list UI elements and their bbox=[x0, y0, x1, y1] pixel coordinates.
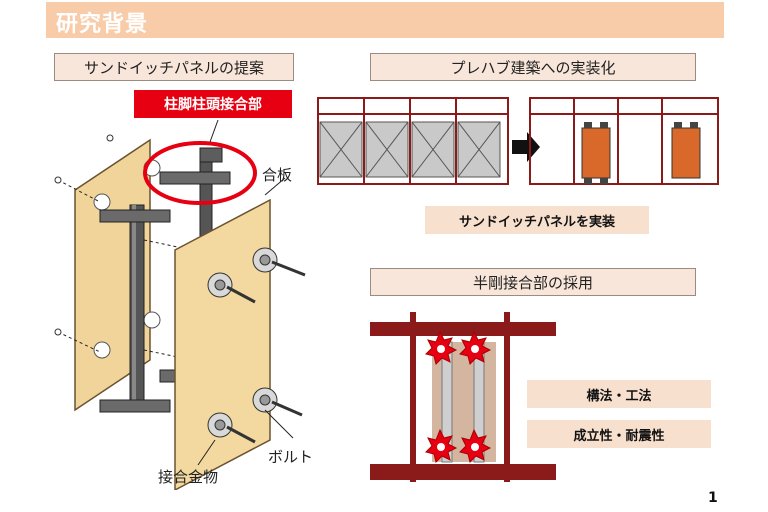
page-title: 研究背景 bbox=[56, 6, 148, 38]
callout-hardware: 接合金物 bbox=[158, 466, 218, 487]
callout-plywood: 合板 bbox=[262, 164, 292, 185]
prefab-frame-diagram bbox=[312, 92, 722, 192]
section-label-semi-rigid: 半剛接合部の採用 bbox=[370, 268, 696, 296]
section-label-sandwich-panel: サンドイッチパネルの提案 bbox=[54, 53, 294, 81]
section-label-prefab: プレハブ建築への実装化 bbox=[370, 53, 696, 81]
note-feasibility-seismic: 成立性・耐震性 bbox=[527, 420, 711, 448]
header-bar: 研究背景 bbox=[46, 2, 724, 38]
note-construction-method: 構法・工法 bbox=[527, 380, 711, 408]
sandwich-panel-illustration bbox=[40, 110, 340, 490]
note-implement-panel: サンドイッチパネルを実装 bbox=[425, 206, 649, 234]
callout-bolt: ボルト bbox=[268, 446, 313, 467]
page-number: 1 bbox=[708, 490, 718, 506]
